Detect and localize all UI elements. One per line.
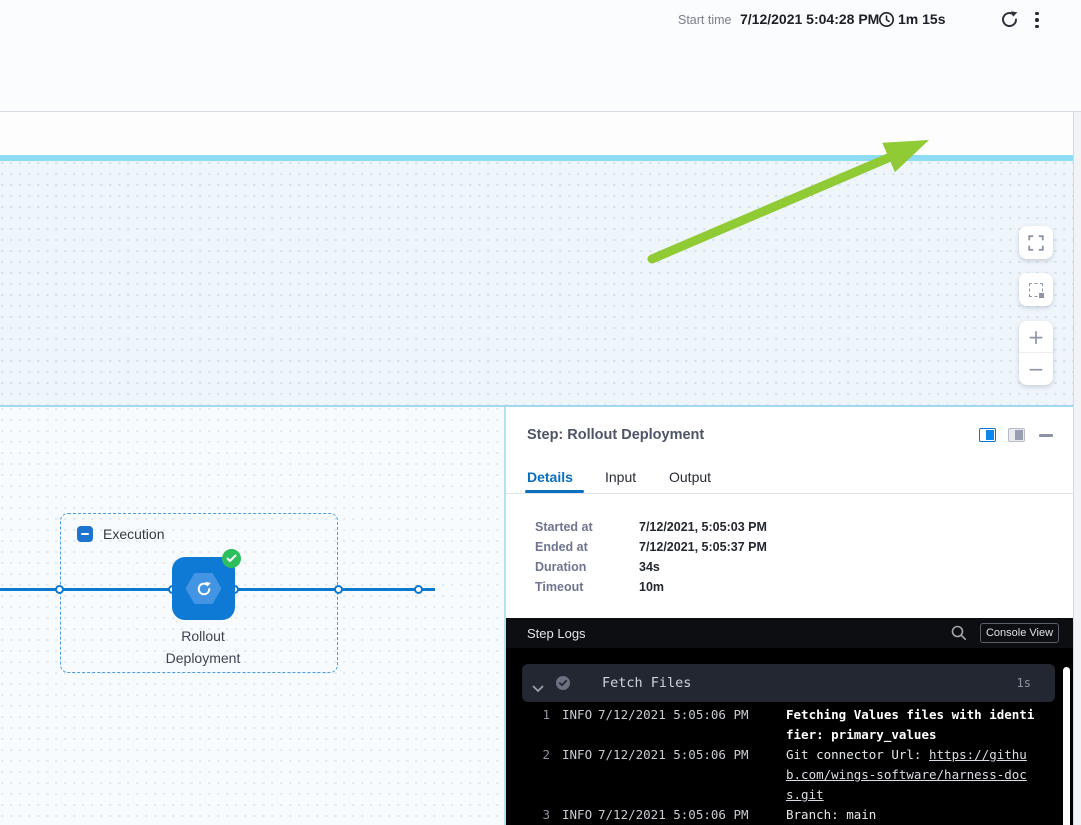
active-tab-underline (525, 490, 584, 493)
tab-output[interactable]: Output (669, 469, 712, 485)
log-message-prefix: Git connector Url: (786, 747, 929, 762)
kebab-menu-icon[interactable] (1029, 9, 1045, 31)
collapse-group-button[interactable] (77, 526, 93, 542)
rollout-icon (197, 581, 211, 595)
execution-group-label: Execution (103, 526, 165, 542)
log-line-number: 3 (542, 807, 550, 822)
zoom-in-button[interactable]: + (1019, 321, 1053, 353)
log-line-number: 1 (542, 707, 550, 722)
detail-row: Ended at 7/12/2021, 5:05:37 PM (535, 540, 915, 560)
stage-divider-bar (0, 155, 1073, 161)
success-check-badge (222, 549, 241, 568)
panel-title: Step: Rollout Deployment (527, 427, 705, 443)
canvas-divider (0, 405, 1073, 407)
zoom-out-button[interactable]: − (1019, 353, 1053, 385)
git-connector-link[interactable]: https://github.com/wings-software/harnes… (786, 747, 1027, 802)
zoom-button-group: + − (1019, 321, 1053, 385)
log-message: Git connector Url: https://github.com/wi… (786, 745, 1036, 805)
marquee-select-button[interactable] (1019, 273, 1053, 306)
log-lines: 1 INFO 7/12/2021 5:05:06 PM Fetching Val… (534, 705, 1054, 825)
detail-value: 7/12/2021, 5:05:37 PM (639, 540, 767, 554)
log-level: INFO (562, 707, 593, 722)
stage-graph-canvas[interactable] (0, 161, 1073, 405)
console-view-button[interactable]: Console View (980, 623, 1059, 643)
log-line: 2 INFO 7/12/2021 5:05:06 PM Git connecto… (534, 745, 1054, 805)
detail-value: 7/12/2021, 5:05:03 PM (639, 520, 767, 534)
log-timestamp: 7/12/2021 5:05:06 PM (598, 707, 749, 722)
detail-row: Timeout 10m (535, 580, 915, 600)
step-node-caption-line2: Deployment (165, 650, 241, 666)
fullscreen-icon (1028, 234, 1044, 251)
rollout-deployment-step-node[interactable] (172, 557, 235, 620)
step-logs-title: Step Logs (527, 625, 586, 641)
log-scrollbar-thumb[interactable] (1063, 667, 1070, 825)
log-timestamp: 7/12/2021 5:05:06 PM (598, 747, 749, 762)
step-detail-panel: Step: Rollout Deployment Details Input O… (504, 407, 1073, 825)
detail-label: Timeout (535, 580, 584, 594)
right-panel-edge (1073, 112, 1074, 825)
log-message: Fetching Values files with identifier: p… (786, 707, 1035, 742)
detail-label: Ended at (535, 540, 588, 554)
elapsed-time: 1m 15s (898, 11, 946, 27)
step-node-caption-line1: Rollout (181, 628, 225, 644)
step-node-caption: Rollout Deployment (133, 625, 273, 669)
detail-label: Duration (535, 560, 587, 574)
section-success-icon (555, 675, 571, 695)
split-view-right-icon[interactable] (979, 428, 996, 442)
right-gutter (1074, 112, 1081, 825)
start-time-value: 7/12/2021 5:04:28 PM (740, 11, 880, 27)
log-section-duration: 1s (1016, 676, 1031, 690)
top-bar: Start time 7/12/2021 5:04:28 PM 1m 15s (0, 0, 1081, 112)
tab-divider (506, 493, 1073, 494)
tab-details[interactable]: Details (527, 469, 573, 485)
fullscreen-button[interactable] (1019, 226, 1053, 259)
tab-input[interactable]: Input (605, 469, 637, 485)
search-icon[interactable] (950, 624, 968, 642)
step-logs-bar: Step Logs Console View (506, 618, 1073, 648)
connector-port (334, 584, 343, 594)
detail-row: Started at 7/12/2021, 5:05:03 PM (535, 520, 915, 540)
log-level: INFO (562, 747, 593, 762)
log-line: 1 INFO 7/12/2021 5:05:06 PM Fetching Val… (534, 705, 1054, 745)
log-line: 3 INFO 7/12/2021 5:05:06 PM Branch: main (534, 805, 1054, 825)
detail-value: 34s (639, 560, 660, 574)
split-view-bottom-icon[interactable] (1008, 428, 1025, 442)
refresh-icon[interactable] (999, 9, 1021, 31)
detail-label: Started at (535, 520, 593, 534)
log-level: INFO (562, 807, 593, 822)
execution-graph-canvas[interactable]: Execution Rollout Deployment (0, 407, 504, 825)
log-section-name: Fetch Files (602, 675, 692, 691)
log-message: Branch: main (786, 807, 877, 822)
connector-port (414, 584, 423, 594)
detail-row: Duration 34s (535, 560, 915, 580)
log-console: Fetch Files 1s 1 INFO 7/12/2021 5:05:06 … (506, 648, 1073, 825)
graph-toolbar: Console View (0, 113, 1073, 257)
log-line-number: 2 (542, 747, 550, 762)
chevron-down-icon[interactable] (532, 678, 544, 697)
zoom-in-icon: + (1027, 324, 1045, 349)
step-type-hexagon (185, 573, 222, 604)
detail-value: 10m (639, 580, 665, 594)
start-time-label: Start time (678, 13, 732, 27)
connector-port (55, 584, 64, 594)
log-section-fetch-files[interactable]: Fetch Files 1s (522, 664, 1055, 702)
marquee-icon (1029, 282, 1044, 298)
clock-icon (878, 11, 895, 33)
zoom-out-icon: − (1027, 357, 1045, 381)
minimize-panel-icon[interactable] (1039, 434, 1053, 437)
log-timestamp: 7/12/2021 5:05:06 PM (598, 807, 749, 822)
